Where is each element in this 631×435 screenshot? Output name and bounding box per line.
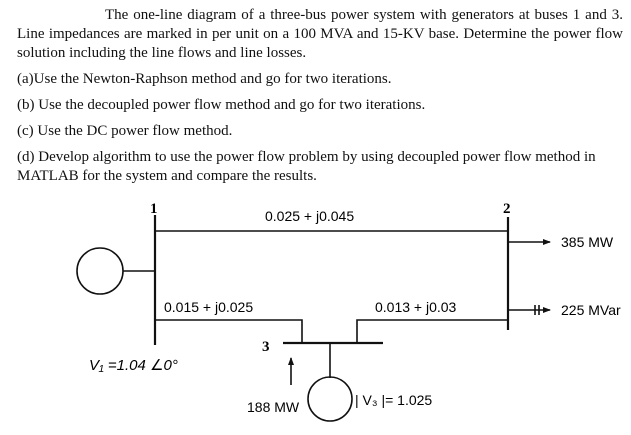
line-1-3-impedance: 0.015 + j0.025	[164, 299, 253, 315]
bus1-label: 1	[150, 201, 158, 217]
line-1-3	[155, 319, 303, 343]
bus2-load-reactive-power: 225 MVar	[561, 302, 621, 318]
generator-1	[76, 247, 124, 295]
problem-intro: The one-line diagram of a three-bus powe…	[17, 7, 623, 61]
bus2-label: 2	[503, 201, 511, 217]
problem-item-b: (b) Use the decoupled power flow method …	[17, 97, 426, 113]
bus1-voltage: V₁ =1.04 ∠0°	[89, 357, 178, 374]
problem-item-a: (a)Use the Newton-Raphson method and go …	[17, 71, 392, 87]
problem-item-d: (d) Develop algorithm to use the power f…	[17, 149, 596, 184]
problem-statement: The one-line diagram of a three-bus powe…	[17, 6, 623, 186]
line-1-2-impedance: 0.025 + j0.045	[265, 208, 354, 224]
generator-3	[307, 376, 353, 422]
bus2-load-active-power: 385 MW	[561, 234, 614, 250]
problem-item-c: (c) Use the DC power flow method.	[17, 123, 233, 139]
bus3-voltage-magnitude: | V₃ |= 1.025	[355, 392, 432, 408]
bus3-label: 3	[262, 339, 270, 355]
line-2-3	[356, 319, 508, 343]
bus3-generation: 188 MW	[247, 399, 300, 415]
line-2-3-impedance: 0.013 + j0.03	[375, 299, 457, 315]
